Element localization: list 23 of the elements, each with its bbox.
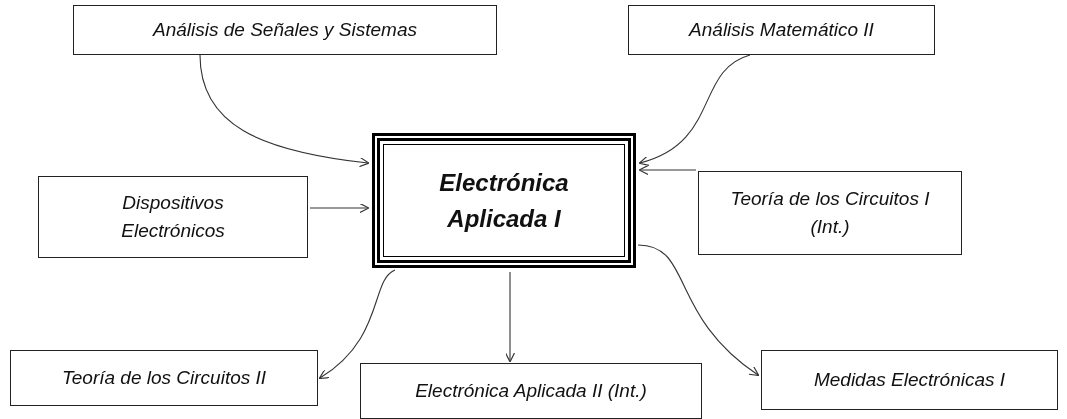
arrow: [638, 54, 751, 166]
arrow: [504, 271, 516, 363]
subject-name: Electrónica Aplicada II (Int.): [415, 378, 647, 403]
subject-name: Teoría de los Circuitos I (Int.): [730, 186, 930, 239]
arrow: [637, 244, 760, 377]
subject-box: [628, 5, 935, 55]
subject-name: Teoría de los Circuitos II: [61, 365, 267, 390]
subject-box: [698, 171, 962, 255]
subject-name: Dispositivos Electrónicos: [120, 190, 226, 243]
main-subject-box: [372, 133, 636, 268]
subject-name: Electrónica Aplicada I: [438, 167, 570, 234]
subject-name: Medidas Electrónicas I: [813, 367, 1006, 392]
subject-box: [360, 363, 702, 419]
subject-box: [38, 176, 308, 258]
arrow: [199, 54, 370, 168]
subject-box: [10, 350, 318, 406]
arrow: [638, 164, 697, 176]
subject-box: [73, 5, 497, 55]
subject-box: [761, 350, 1058, 410]
arrow: [309, 202, 370, 214]
subject-name: Análisis de Señales y Sistemas: [153, 17, 417, 42]
subject-name: Análisis Matemático II: [689, 17, 874, 42]
arrow: [318, 269, 396, 380]
